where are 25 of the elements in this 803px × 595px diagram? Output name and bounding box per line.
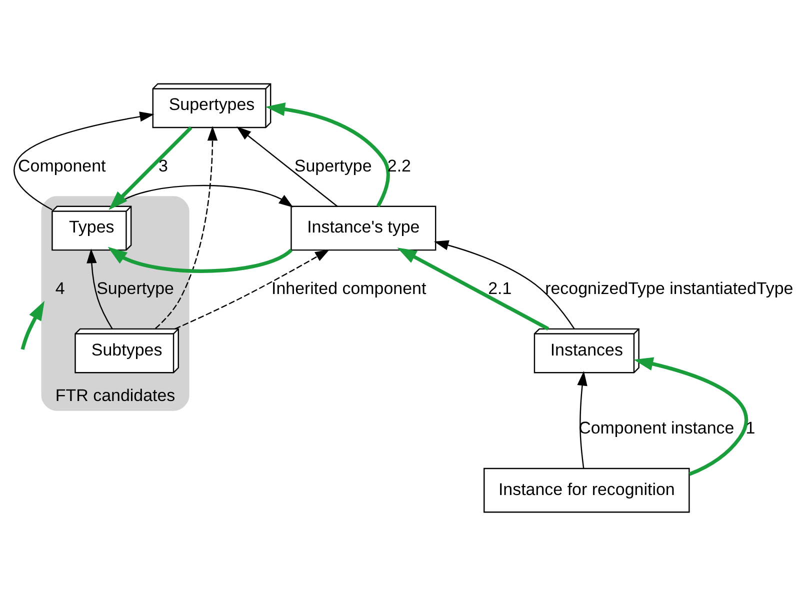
node-box: Instance for recognition bbox=[484, 467, 690, 512]
edge-label: Component bbox=[18, 156, 106, 175]
arrow bbox=[20, 300, 45, 350]
arrow bbox=[108, 246, 292, 272]
node-box: Instance's type bbox=[290, 205, 436, 250]
edge-label: 2.2 bbox=[387, 156, 411, 175]
edge-label: recognizedType instantiatedType bbox=[545, 278, 794, 298]
arrow bbox=[434, 240, 575, 329]
edge-label: Inherited component bbox=[271, 278, 426, 298]
edge-label: 3 bbox=[158, 156, 168, 175]
arrow bbox=[86, 248, 113, 329]
arrow bbox=[236, 126, 338, 206]
arrow bbox=[108, 126, 192, 210]
arrow bbox=[397, 247, 550, 330]
arrow bbox=[174, 248, 330, 329]
edge-label: 4 bbox=[55, 278, 65, 298]
edge-label: 2.1 bbox=[488, 278, 512, 298]
arrow bbox=[266, 102, 390, 207]
arrow bbox=[14, 111, 154, 210]
edge-label: Supertype bbox=[294, 156, 372, 175]
arrow bbox=[577, 370, 588, 468]
edge-label: 1 bbox=[746, 418, 756, 438]
edge-label: Supertype bbox=[96, 278, 174, 298]
arrow bbox=[634, 356, 748, 476]
arrow bbox=[155, 126, 218, 328]
